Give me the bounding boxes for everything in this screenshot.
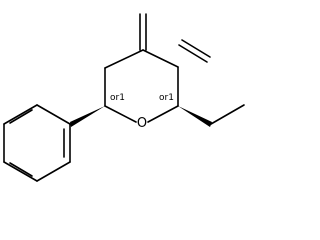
ring-bond-c3-c4 (104, 49, 144, 69)
c5-methylene-bond-a (181, 39, 211, 58)
phenyl-inner-bond-b (9, 162, 33, 177)
wedge-bond-ethyl (178, 106, 212, 127)
phenyl-inner-bond-c (9, 109, 33, 124)
oxygen-atom-label: O (137, 116, 147, 131)
ring-bond-c4-c5 (142, 49, 179, 68)
phenyl-bond-2 (36, 161, 71, 182)
ring-bond-c6-o (147, 105, 179, 123)
wedge-bond-phenyl (70, 106, 105, 127)
ring-bond-o-c2 (104, 105, 137, 123)
stereo-label-left: or1 (110, 93, 125, 103)
phenyl-bond-6 (36, 104, 71, 125)
ethyl-bond (210, 104, 245, 125)
molecule-structure: O or1 or1 (3, 13, 245, 182)
stereo-label-right: or1 (159, 93, 174, 103)
phenyl-bond-3 (3, 161, 38, 182)
c5-methylene-bond-b (178, 44, 208, 63)
phenyl-bond-5 (3, 104, 38, 125)
